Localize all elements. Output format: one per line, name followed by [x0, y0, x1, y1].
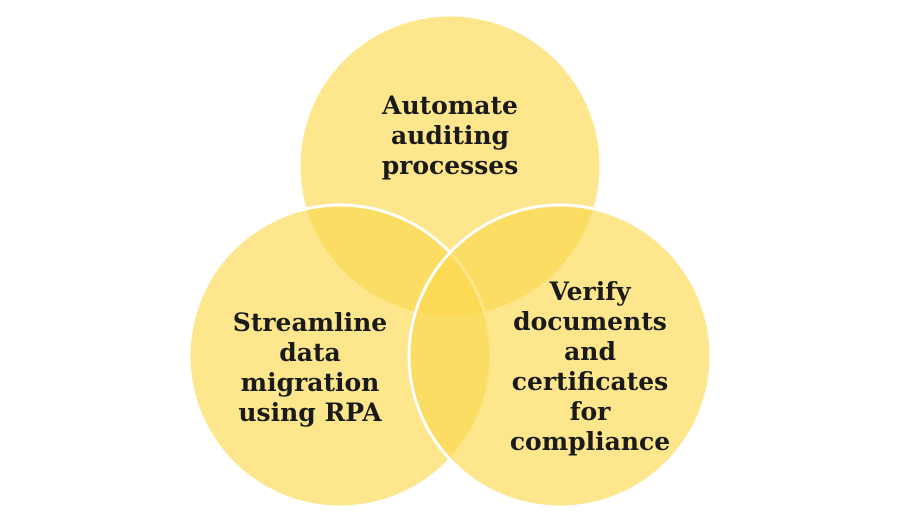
- set-label-left: Streamline data migration using RPA: [232, 308, 388, 427]
- circle-right: [407, 203, 713, 509]
- set-label-right: Verify documents and certificates for co…: [509, 277, 671, 456]
- set-label-top: Automate auditing processes: [381, 91, 519, 180]
